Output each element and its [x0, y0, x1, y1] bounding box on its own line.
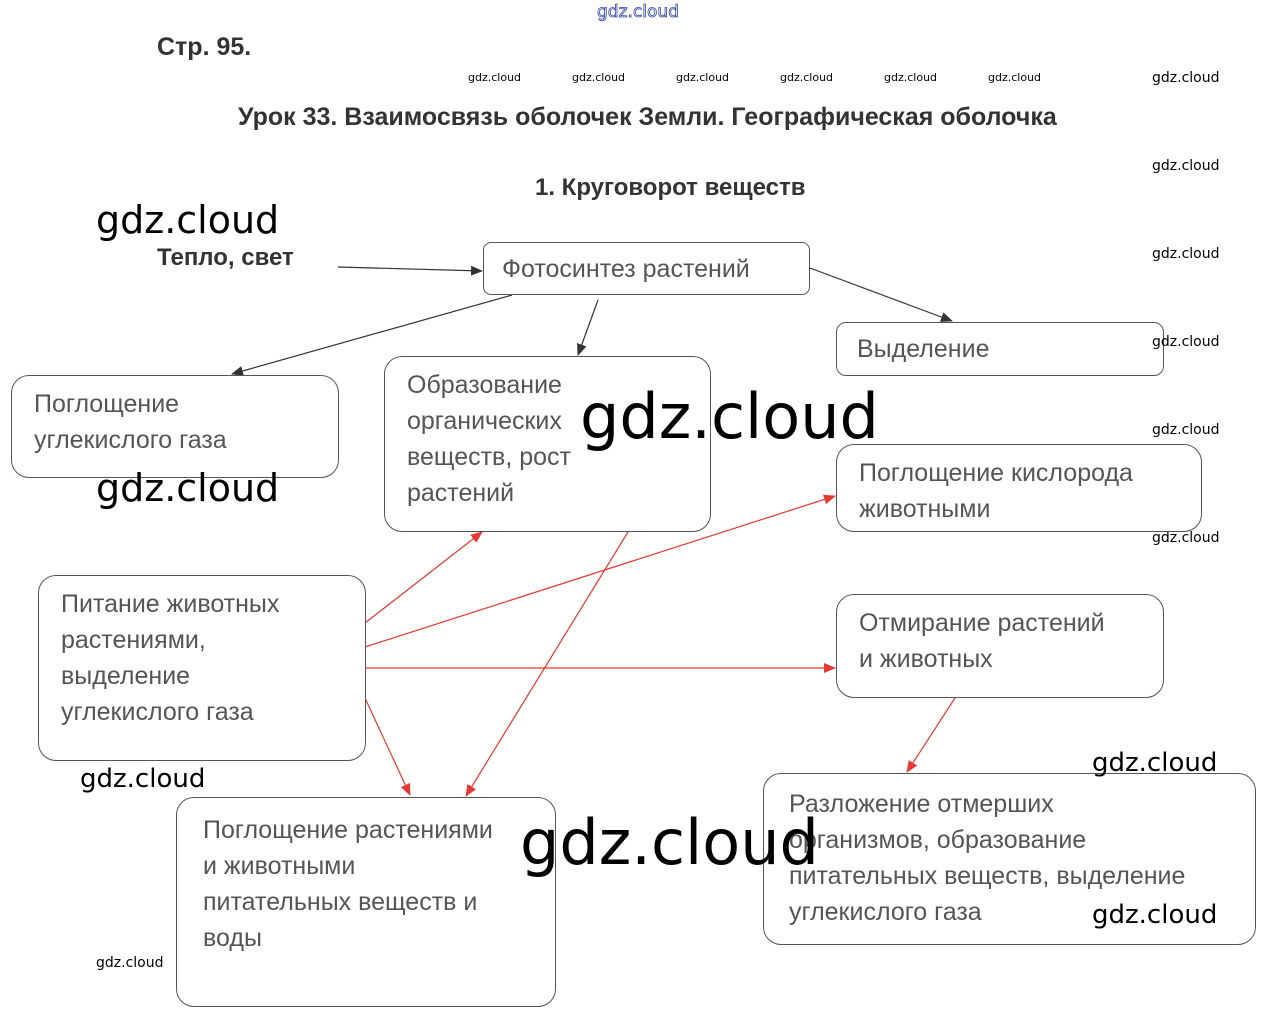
watermark-small: gdz.cloud — [780, 71, 834, 84]
node-co2-absorption: Поглощение углекислого газа — [11, 375, 339, 478]
watermark-small: gdz.cloud — [676, 71, 730, 84]
watermark-top: gdz.cloud — [597, 2, 680, 23]
node-decomposition: Разложение отмерших организмов, образова… — [763, 773, 1256, 945]
arrow-feeding-to-absorption — [364, 697, 411, 796]
node-organic-formation: Образование органических веществ, рост р… — [384, 356, 711, 532]
watermark-right: gdz.cloud — [1152, 530, 1220, 546]
node-photosynthesis: Фотосинтез растений — [483, 242, 810, 295]
input-label-heat-light: Тепло, свет — [157, 244, 294, 271]
node-nutrient-absorption: Поглощение растениями и животными питате… — [176, 797, 556, 1007]
arrow-photosynthesis-to-organic — [577, 299, 599, 356]
watermark-medium: gdz.cloud — [1092, 748, 1218, 778]
watermark-medium: gdz.cloud — [1092, 900, 1218, 930]
watermark-large: gdz.cloud — [96, 198, 280, 242]
node-release: Выделение — [836, 322, 1164, 376]
arrow-dying-to-decomposition — [906, 697, 956, 773]
watermark-right: gdz.cloud — [1152, 70, 1220, 86]
arrow-photosynthesis-to-co2 — [231, 294, 513, 376]
arrow-photosynthesis-to-release — [809, 267, 953, 322]
watermark-large: gdz.cloud — [96, 466, 280, 510]
watermark-small: gdz.cloud — [572, 71, 626, 84]
node-dying: Отмирание растений и животных — [836, 594, 1164, 698]
arrow-feeding-to-oxygen — [364, 494, 836, 648]
watermark-small: gdz.cloud — [988, 71, 1042, 84]
watermark-small: gdz.cloud — [468, 71, 522, 84]
page-number: Стр. 95. — [157, 33, 252, 61]
watermark-right: gdz.cloud — [1152, 334, 1220, 350]
watermark-medium: gdz.cloud — [80, 764, 206, 794]
watermark-huge: gdz.cloud — [580, 380, 879, 453]
watermark-bottom-left: gdz.cloud — [96, 955, 164, 971]
arrow-organic-to-absorption — [465, 531, 629, 797]
watermark-right: gdz.cloud — [1152, 246, 1220, 262]
lesson-title: Урок 33. Взаимосвязь оболочек Земли. Гео… — [238, 103, 1057, 131]
node-animal-feeding: Питание животных растениями, выделение у… — [38, 575, 366, 761]
watermark-small: gdz.cloud — [884, 71, 938, 84]
watermark-right: gdz.cloud — [1152, 422, 1220, 438]
watermark-huge: gdz.cloud — [520, 806, 819, 879]
arrow-heat-to-photosynthesis — [337, 265, 483, 276]
task-title: 1. Круговорот веществ — [535, 174, 806, 201]
watermark-right: gdz.cloud — [1152, 158, 1220, 174]
arrow-feeding-to-organic — [364, 531, 483, 624]
node-oxygen-absorption: Поглощение кислорода животными — [836, 444, 1202, 532]
